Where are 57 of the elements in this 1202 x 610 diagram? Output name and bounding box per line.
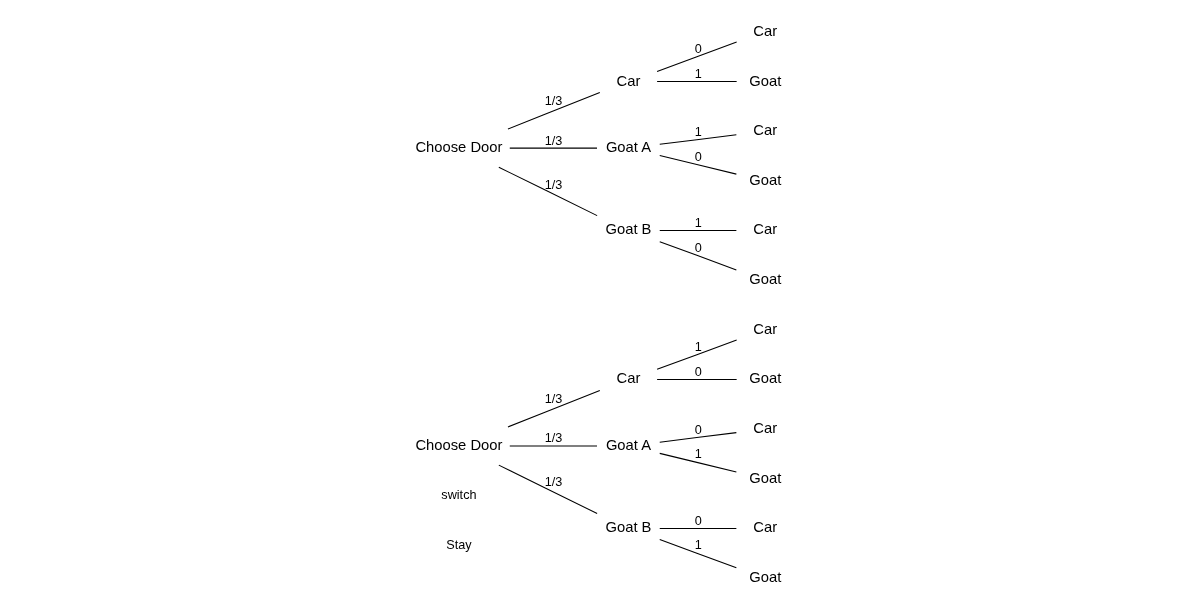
connector bbox=[659, 241, 737, 271]
connector bbox=[659, 134, 737, 145]
connector bbox=[656, 41, 738, 72]
connector bbox=[659, 452, 737, 473]
edge-label: 0 bbox=[694, 364, 702, 379]
connector bbox=[659, 230, 737, 232]
node-text: Goat A bbox=[605, 139, 652, 156]
edge-label: 1/3 bbox=[544, 133, 563, 148]
node-text: Car bbox=[753, 320, 778, 337]
connector bbox=[659, 539, 737, 569]
edge-label: 0 bbox=[694, 241, 702, 256]
node-text: Car bbox=[753, 519, 778, 536]
edge-label: 1/3 bbox=[544, 431, 563, 446]
connector bbox=[498, 464, 598, 515]
connector bbox=[507, 92, 601, 130]
edge-label: 1 bbox=[694, 447, 702, 462]
edge-label: 1 bbox=[694, 215, 702, 230]
node-text: Goat bbox=[749, 469, 782, 486]
edge-label: 1/3 bbox=[544, 177, 563, 192]
node-text: Goat B bbox=[605, 519, 652, 536]
edge-label: 0 bbox=[694, 150, 702, 165]
connector bbox=[509, 147, 598, 149]
node-text: Goat bbox=[749, 271, 782, 288]
node-text: Car bbox=[753, 22, 778, 39]
edge-label: 1/3 bbox=[544, 392, 563, 407]
edge-label: 1 bbox=[694, 538, 702, 553]
edge-label: 0 bbox=[694, 41, 702, 56]
connector bbox=[659, 432, 737, 443]
connector bbox=[656, 81, 738, 83]
edge-label: 0 bbox=[694, 422, 702, 437]
connector bbox=[498, 166, 598, 217]
connector bbox=[656, 339, 738, 370]
connector bbox=[507, 389, 601, 428]
node-text: Car bbox=[616, 72, 641, 89]
connector bbox=[659, 154, 737, 175]
edge-label: 1 bbox=[694, 339, 702, 354]
node-text: Goat B bbox=[605, 221, 652, 238]
label: switch bbox=[441, 487, 477, 502]
connector bbox=[659, 527, 737, 529]
node-text: Goat bbox=[749, 568, 782, 585]
label: Stay bbox=[446, 537, 472, 552]
node-text: Goat bbox=[749, 72, 782, 89]
node-text: Choose Door bbox=[415, 436, 503, 453]
node-text: Car bbox=[753, 420, 778, 437]
edge-label: 0 bbox=[694, 513, 702, 528]
node-text: Car bbox=[753, 221, 778, 238]
node-text: Car bbox=[616, 370, 641, 387]
node-text: Car bbox=[753, 122, 778, 139]
node-text: Goat A bbox=[605, 436, 652, 453]
node-text: Choose Door bbox=[415, 139, 503, 156]
node-text: Goat bbox=[749, 171, 782, 188]
edge-label: 1 bbox=[694, 67, 702, 81]
edge-label: 1/3 bbox=[544, 94, 563, 109]
node-text: Goat bbox=[749, 370, 782, 387]
connector bbox=[656, 378, 738, 380]
edge-label: 1 bbox=[694, 125, 702, 140]
edge-label: 1/3 bbox=[544, 474, 563, 489]
